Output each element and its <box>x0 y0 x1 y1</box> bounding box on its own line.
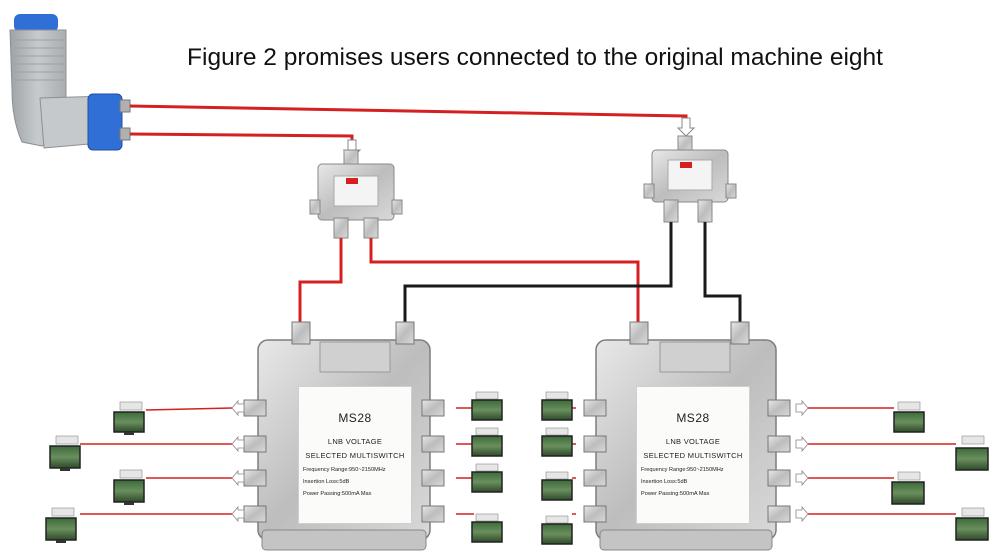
tv-receiver-icon <box>113 401 145 435</box>
receiver-cables <box>80 407 956 515</box>
lnb-device <box>9 14 131 151</box>
arrow-markers-top <box>342 117 696 159</box>
receivers-center-right-group <box>541 391 573 545</box>
lnb-blue-housing <box>87 93 123 151</box>
multiswitch-line1: LNB VOLTAGE <box>665 437 721 446</box>
spec-power: Power Passing:500mA Max <box>303 491 372 497</box>
tv-receiver-icon <box>541 471 573 501</box>
tv-receiver-icon <box>541 427 573 457</box>
tv-receiver-icon <box>955 507 989 541</box>
spec-insertion: Insertion Loss:5dB <box>641 479 688 485</box>
spec-power: Power Passing:500mA Max <box>641 491 710 497</box>
lnb-cables <box>129 104 688 152</box>
port-arrows <box>231 399 809 523</box>
receivers-right-group <box>891 401 989 541</box>
lnb-ribs <box>14 39 64 81</box>
splitter-cables <box>298 222 742 330</box>
tv-receiver-icon <box>891 471 925 505</box>
left-multiswitch-label-panel: MS28 LNB VOLTAGE SELECTED MULTISWITCH Fr… <box>298 386 412 524</box>
cable-right-splitter-to-right-ms <box>703 222 742 330</box>
tv-receiver-icon <box>471 391 503 421</box>
cable-lnb-to-left-splitter <box>129 132 354 152</box>
tv-receiver-icon <box>471 463 503 493</box>
cable-right-splitter-to-left-ms <box>403 222 673 330</box>
tv-receiver-icon <box>541 391 573 421</box>
spec-frequency: Frequency Range:950~2150MHz <box>641 467 724 473</box>
tv-receiver-icon <box>49 435 81 471</box>
tv-receiver-icon <box>113 469 145 505</box>
tv-receiver-icon <box>541 515 573 545</box>
cable-lnb-to-right-splitter <box>129 104 688 130</box>
lnb-output-port-2 <box>119 127 131 141</box>
left-splitter <box>309 149 403 239</box>
multiswitch-model: MS28 <box>676 411 710 425</box>
multiswitch-line1: LNB VOLTAGE <box>327 437 383 446</box>
right-multiswitch-label-panel: MS28 LNB VOLTAGE SELECTED MULTISWITCH Fr… <box>636 386 750 524</box>
tv-receiver-icon <box>471 427 503 457</box>
receivers-center-left-group <box>471 391 503 543</box>
tv-receiver-icon <box>45 507 77 543</box>
cable-left-splitter-to-left-ms <box>298 238 343 330</box>
receivers-left-group <box>45 401 145 543</box>
tv-receiver-icon <box>471 513 503 543</box>
multiswitch-line2: SELECTED MULTISWITCH <box>305 451 405 460</box>
multiswitch-line2: SELECTED MULTISWITCH <box>643 451 743 460</box>
spec-insertion: Insertion Loss:5dB <box>303 479 350 485</box>
cable-left-splitter-to-right-ms <box>369 238 640 330</box>
spec-frequency: Frequency Range:950~2150MHz <box>303 467 386 473</box>
output-ports-right <box>583 399 791 523</box>
lnb-output-port-1 <box>119 99 131 113</box>
input-port <box>629 321 649 345</box>
input-port <box>730 321 750 345</box>
figure-title: Figure 2 promises users connected to the… <box>187 44 883 71</box>
lnb-cap <box>14 14 58 32</box>
tv-receiver-icon <box>893 401 925 433</box>
input-port <box>291 321 311 345</box>
input-port <box>395 321 415 345</box>
right-splitter <box>643 135 737 223</box>
multiswitch-model: MS28 <box>338 411 372 425</box>
tv-receiver-icon <box>955 435 989 471</box>
